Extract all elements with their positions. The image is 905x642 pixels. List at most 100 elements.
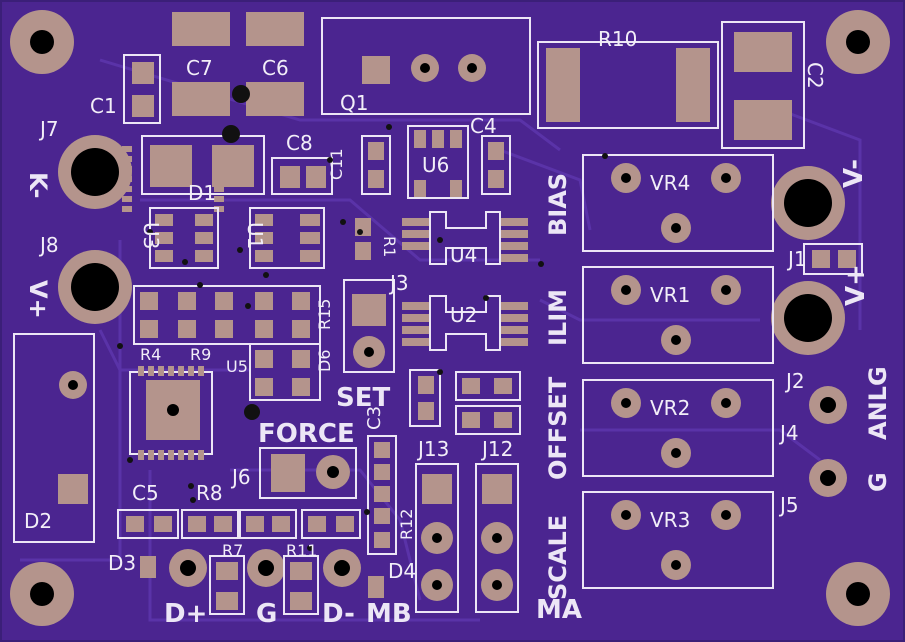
silk-v-plus-left: V+	[24, 280, 52, 319]
ref-j12: J12	[480, 437, 513, 461]
qfn-pin	[198, 366, 204, 376]
ref-j5: J5	[778, 493, 799, 517]
silk-v-plus-right: V+	[841, 264, 871, 306]
ref-vr2: VR2	[650, 396, 690, 420]
ref-u3: U3	[139, 222, 163, 249]
silk-force: FORCE	[258, 419, 355, 449]
ref-c6: C6	[262, 56, 289, 80]
ref-j2: J2	[784, 369, 805, 393]
ref-vr4: VR4	[650, 171, 690, 195]
qfn-pin	[148, 450, 154, 460]
ref-d3: D3	[108, 551, 136, 575]
qfn-pin	[214, 186, 224, 192]
qfn-pin	[122, 186, 132, 192]
ref-d4: D4	[388, 559, 416, 583]
silk-ma: MA	[536, 595, 582, 625]
ref-u2: U2	[450, 303, 477, 327]
mounting-holes	[10, 10, 890, 626]
ref-r8: R8	[196, 481, 223, 505]
ref-j6: J6	[230, 465, 251, 489]
ref-j8: J8	[38, 233, 59, 257]
silk-g-bottom: G	[256, 599, 277, 629]
silk-d-minus: D-	[322, 599, 355, 629]
ref-r10: R10	[598, 27, 637, 51]
qfn-pin	[214, 176, 224, 182]
qfn-pin	[214, 156, 224, 162]
silk-bias: BIAS	[544, 173, 572, 236]
qfn-pin	[122, 166, 132, 172]
ref-j7: J7	[38, 117, 59, 141]
qfn-pin	[198, 450, 204, 460]
ref-d1: D1	[188, 181, 216, 205]
ref-u4: U4	[450, 243, 477, 267]
ref-u6: U6	[422, 153, 449, 177]
silk-offset: OFFSET	[544, 376, 572, 480]
vias	[117, 85, 608, 551]
qfn-pin	[158, 450, 164, 460]
ref-j13: J13	[416, 437, 449, 461]
ref-c7: C7	[186, 56, 213, 80]
silk-g-right: G	[864, 472, 892, 492]
th-pads	[58, 54, 847, 601]
ref-u5: U5	[226, 357, 248, 376]
ref-r12: R12	[397, 509, 416, 540]
potentiometers	[582, 154, 774, 589]
qfn-pin	[122, 156, 132, 162]
qfn-pin	[214, 196, 224, 202]
function-labels: K- V+ V- V+ BIAS ILIM OFFSET SCALE ANLG …	[24, 159, 892, 629]
qfn-pin	[178, 450, 184, 460]
ref-vr3: VR3	[650, 508, 690, 532]
silk-outlines	[13, 17, 863, 615]
ref-c1: C1	[90, 94, 117, 118]
qfn-pin	[188, 450, 194, 460]
qfn-pin	[138, 366, 144, 376]
pot-pads	[611, 163, 741, 580]
silk-d-plus: D+	[164, 599, 207, 629]
qfn-pin	[148, 366, 154, 376]
ref-c11: C11	[327, 148, 346, 180]
ref-c8: C8	[286, 131, 313, 155]
qfn-pin	[138, 450, 144, 460]
ref-u1: U1	[243, 222, 267, 249]
qfn-pin	[168, 450, 174, 460]
ref-r15: R15	[315, 299, 334, 330]
qfn-pin	[122, 206, 132, 212]
ref-d6: D6	[315, 350, 334, 373]
ref-c4: C4	[470, 114, 497, 138]
qfn-pin	[122, 176, 132, 182]
ref-r1: R1	[380, 236, 399, 257]
qfn-pin	[122, 196, 132, 202]
qfn-pin	[158, 366, 164, 376]
ref-r9: R9	[190, 345, 211, 364]
ref-r11: R11	[286, 541, 317, 560]
silk-mb: MB	[366, 599, 412, 629]
qfn-pin	[188, 366, 194, 376]
ref-vr1: VR1	[650, 283, 690, 307]
ref-r4: R4	[140, 345, 161, 364]
u5-qfn	[122, 146, 224, 460]
ref-j4: J4	[778, 421, 799, 445]
silk-anlg: ANLG	[864, 366, 892, 440]
ref-c2: C2	[803, 62, 827, 89]
ref-j3: J3	[388, 271, 409, 295]
ref-c5: C5	[132, 481, 159, 505]
ref-j1: J1	[786, 247, 807, 271]
silk-set: SET	[336, 383, 390, 413]
silk-k-minus: K-	[24, 172, 52, 198]
ref-q1: Q1	[340, 91, 368, 115]
ref-r7: R7	[222, 541, 243, 560]
qfn-pin	[214, 166, 224, 172]
qfn-pin	[168, 366, 174, 376]
qfn-pin	[214, 146, 224, 152]
silk-v-minus: V-	[839, 159, 869, 188]
terminals	[58, 135, 845, 355]
silk-ilim: ILIM	[544, 289, 572, 346]
ref-c3: C3	[364, 406, 385, 430]
qfn-pin	[122, 146, 132, 152]
silk-scale: SCALE	[544, 515, 572, 600]
ref-d2: D2	[24, 509, 52, 533]
ref-labels: C7 C6 C1 Q1 R10 C2 J7 C8 C11 U6 C4 D1 U3…	[24, 27, 827, 583]
qfn-pin	[178, 366, 184, 376]
